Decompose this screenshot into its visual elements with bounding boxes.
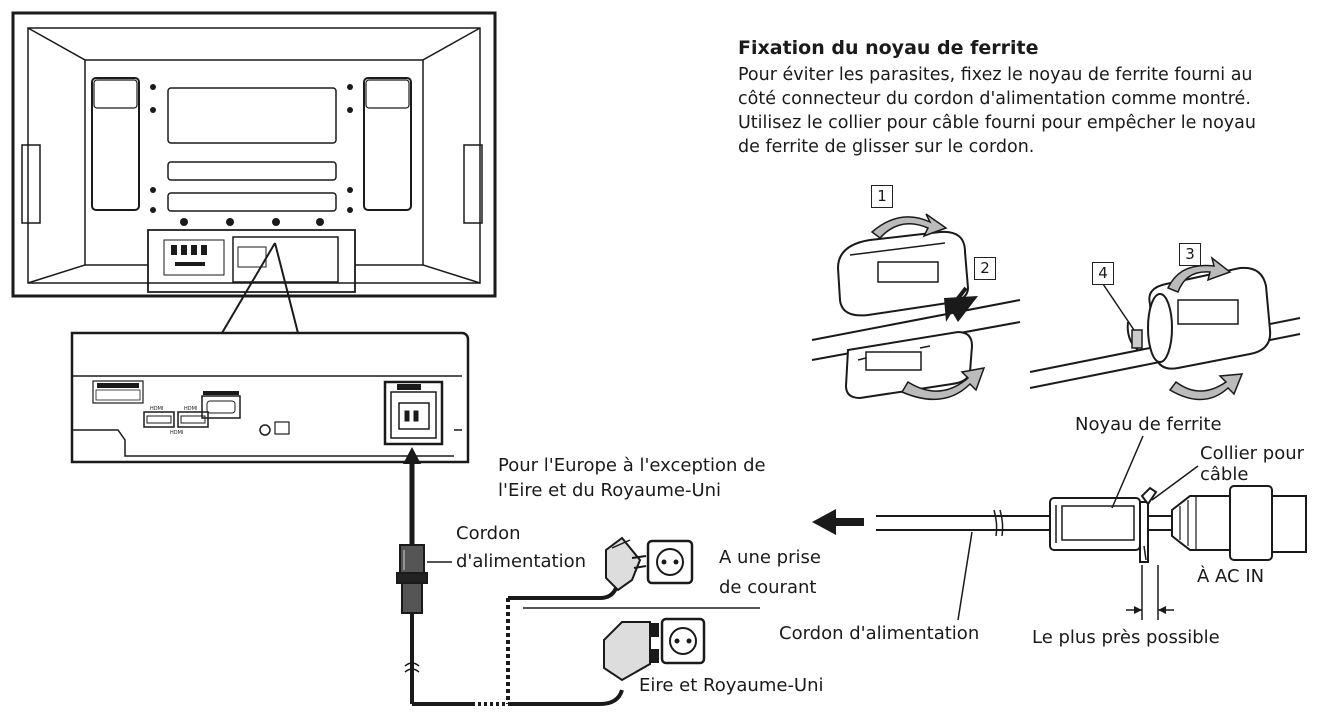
paragraph-line: côté connecteur du cordon d'alimentation… — [738, 89, 1251, 109]
as-close-as-possible-label: Le plus près possible — [1032, 627, 1220, 648]
step2-arrow — [900, 367, 986, 401]
zoom-callout — [221, 242, 299, 334]
europe-label-line1: Pour l'Europe à l'exception de — [498, 455, 766, 476]
dimension-marks — [1126, 565, 1174, 620]
euro-plug — [605, 536, 694, 592]
paragraph-line: Pour éviter les parasites, fixez le noya… — [738, 65, 1253, 85]
uk-ireland-label: Eire et Royaume-Uni — [639, 675, 824, 696]
paragraph-line: de ferrite de glisser sur le cordon. — [738, 137, 1035, 157]
tv-rear-view — [11, 11, 497, 298]
ferrite-core-label: Noyau de ferrite — [1075, 414, 1222, 435]
cable-tie-label-line2: câble — [1200, 464, 1249, 485]
step3-arrows — [1166, 256, 1244, 401]
leader-lines — [957, 435, 1199, 621]
power-cord-right-label: Cordon d'alimentation — [779, 623, 980, 644]
iec-connector — [396, 544, 428, 614]
terminal-panel-zoom — [70, 331, 470, 464]
svg-text:HDMI: HDMI — [170, 430, 183, 436]
power-cord-path — [403, 447, 760, 706]
power-cord-label-line2: d'alimentation — [456, 551, 586, 572]
step-2-box: 2 — [974, 257, 996, 280]
paragraph-line: Utilisez le collier pour câble fourni po… — [738, 113, 1256, 133]
left-arrow — [812, 509, 864, 535]
panel-text: HDMI HDMI HDMI — [97, 383, 239, 436]
cable-tie-label-line1: Collier pour — [1200, 443, 1305, 464]
step4-leader — [1102, 283, 1135, 331]
outlet-label-line2: de courant — [719, 577, 817, 598]
step1-arrow — [870, 213, 948, 240]
svg-text:HDMI: HDMI — [184, 406, 197, 412]
tv-screws — [150, 84, 353, 266]
step-3-box: 3 — [1179, 243, 1201, 266]
outlet-label-line1: A une prise — [719, 547, 821, 568]
cord-with-ferrite — [876, 485, 1307, 563]
uk-plug — [603, 617, 706, 682]
svg-text:HDMI: HDMI — [150, 406, 163, 412]
europe-label-line2: l'Eire et du Royaume-Uni — [498, 480, 722, 501]
power-cord-label-line1: Cordon — [456, 523, 521, 544]
instructions-paragraph: Pour éviter les parasites, fixez le noya… — [738, 63, 1318, 159]
step-1-box: 1 — [871, 185, 893, 208]
to-ac-in-label: À AC IN — [1197, 566, 1265, 587]
step-4-box: 4 — [1092, 262, 1114, 285]
section-heading: Fixation du noyau de ferrite — [738, 37, 1039, 59]
ferrite-closed-illustration — [1029, 266, 1301, 389]
